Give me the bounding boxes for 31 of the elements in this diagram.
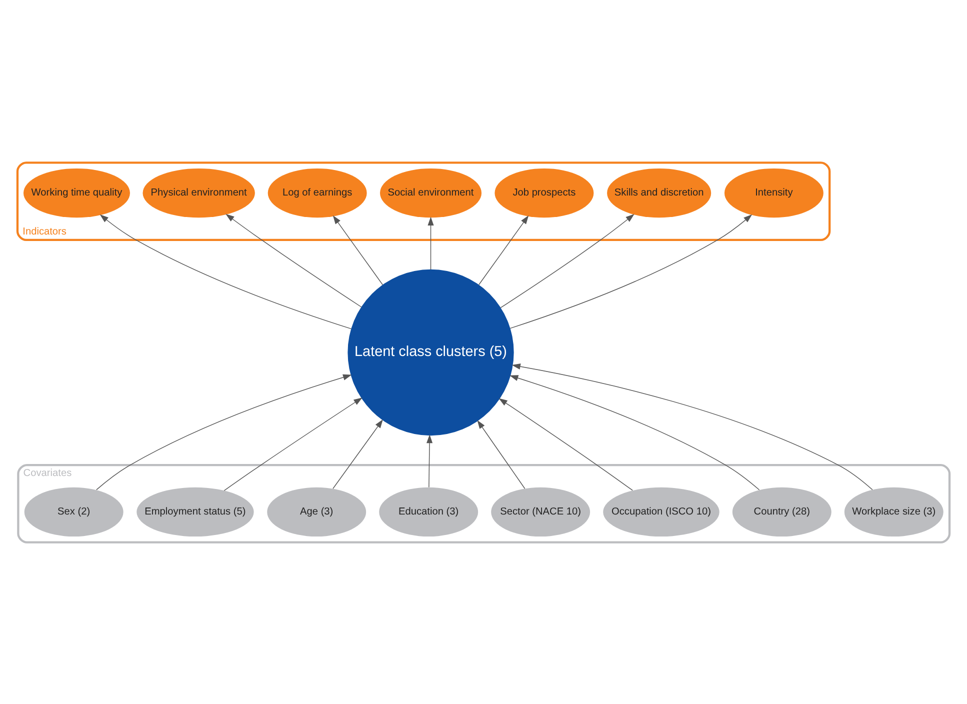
node-ellipse: Skills and discretion bbox=[607, 168, 712, 218]
node-ellipse: Age (3) bbox=[267, 486, 366, 536]
arrow bbox=[500, 214, 634, 308]
arrow bbox=[477, 420, 526, 488]
node-ellipse: Intensity bbox=[724, 168, 824, 218]
arrow bbox=[332, 418, 383, 488]
arrow bbox=[428, 216, 434, 270]
arrow bbox=[226, 213, 362, 307]
arrow bbox=[510, 214, 752, 328]
arrow bbox=[96, 374, 352, 490]
arrow bbox=[512, 363, 873, 490]
node-ellipse: Workplace size (3) bbox=[844, 486, 944, 536]
node-ellipse: Job prospects bbox=[494, 168, 594, 218]
node-ellipse: Employment status (5) bbox=[136, 486, 254, 536]
node-ellipse: Sector (NACE 10) bbox=[491, 486, 590, 536]
node-ellipse: Social environment bbox=[380, 168, 482, 218]
node-circle: Latent class clusters (5) bbox=[348, 268, 514, 436]
arrow bbox=[224, 397, 362, 490]
arrow bbox=[332, 214, 384, 285]
node-ellipse: Working time quality bbox=[23, 168, 130, 218]
node-ellipse: Physical environment bbox=[142, 168, 255, 218]
arrow bbox=[100, 214, 352, 329]
node-ellipse: Sex (2) bbox=[24, 486, 124, 536]
arrow bbox=[478, 214, 529, 285]
arrow bbox=[509, 374, 760, 490]
arrow bbox=[426, 434, 433, 488]
node-ellipse: Education (3) bbox=[379, 486, 478, 536]
arrow bbox=[498, 398, 633, 490]
node-ellipse: Log of earnings bbox=[268, 168, 367, 218]
node-ellipse: Occupation (ISCO 10) bbox=[603, 486, 720, 536]
node-ellipse: Country (28) bbox=[732, 486, 832, 536]
